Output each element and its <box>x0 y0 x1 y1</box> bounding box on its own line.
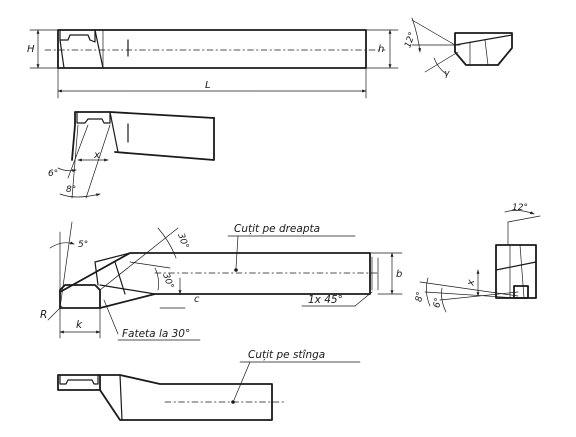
bottom-tool-view: Cuțit pe stînga <box>57 349 361 421</box>
label-R: R <box>40 309 47 321</box>
ref-line-30a <box>99 227 179 291</box>
top-tool-insert <box>59 29 96 43</box>
label-chamfer: 1x 45° <box>308 294 343 306</box>
arc-6-mid <box>57 167 77 173</box>
label-L: L <box>205 80 211 91</box>
label-k: k <box>76 319 83 331</box>
label-x-mid: x <box>93 150 100 161</box>
arc-8-mid <box>59 193 101 198</box>
main-facet-mid <box>114 261 126 295</box>
ref-line-30b <box>129 261 171 269</box>
mid-ref-line <box>67 124 89 179</box>
ref-line-5 <box>59 221 73 309</box>
section-rake <box>454 34 513 46</box>
arc-30b <box>154 267 159 291</box>
mid-ref-line2 <box>85 124 111 199</box>
top-tool-edge2 <box>59 39 65 69</box>
detail-tip <box>513 285 529 299</box>
leader-fateta <box>103 299 119 335</box>
label-c: c <box>194 294 200 305</box>
label-angle-8-right: 8° <box>414 291 426 303</box>
section-body <box>454 32 513 66</box>
label-angle-12-right: 12° <box>512 203 528 213</box>
section-ref-line3 <box>424 51 459 73</box>
top-tool-body <box>57 29 367 69</box>
detail-rake <box>495 261 537 271</box>
top-tool-view: H h L <box>27 29 399 99</box>
arc-gamma <box>433 57 447 75</box>
arc-30a <box>157 227 177 259</box>
label-angle-gamma: γ <box>444 69 450 79</box>
leader-dreapta-dot <box>234 268 238 272</box>
main-facet-left <box>94 261 99 286</box>
leader-stinga-dot <box>231 400 235 404</box>
bottom-insert-detail <box>59 375 99 385</box>
top-tool-edge <box>94 29 104 69</box>
leader-stinga <box>233 361 251 401</box>
main-facet-top <box>94 252 131 263</box>
mid-ref-vert <box>71 124 79 199</box>
arc-5 <box>49 241 75 249</box>
detail-body <box>495 244 537 299</box>
label-angle-6-mid: 6° <box>48 169 58 179</box>
top-right-section: 12° γ <box>403 17 513 79</box>
label-x-right: x <box>465 279 477 288</box>
right-detail-view: 12° x 8° 6° <box>414 203 541 313</box>
arc-6-right <box>441 287 447 313</box>
label-fateta: Fateta la 30° <box>122 328 190 340</box>
main-tool-body <box>59 252 371 309</box>
label-angle-5: 5° <box>78 240 88 250</box>
bottom-facet <box>119 374 123 421</box>
label-angle-12: 12° <box>403 31 418 49</box>
bottom-tool-body <box>99 374 273 421</box>
main-tool-view: 5° 30° 30° c R k Fateta la 30° 1x 45° <box>40 221 402 341</box>
arc-12-right <box>504 210 535 215</box>
detail-ref-line3 <box>424 291 519 299</box>
leader-chamfer <box>354 291 373 307</box>
leader-dreapta <box>235 235 239 269</box>
label-angle-30b: 30° <box>160 272 175 290</box>
detail-ref-line <box>507 215 541 223</box>
section-ref-line2 <box>411 19 456 46</box>
mid-tool-right <box>114 117 215 161</box>
label-b: b <box>396 269 402 280</box>
label-angle-30a: 30° <box>175 232 190 250</box>
arc-8-right <box>426 277 431 307</box>
label-h: h <box>378 44 384 55</box>
label-H: H <box>27 44 35 55</box>
label-cutit-dreapta: Cuțit pe dreapta <box>234 223 320 235</box>
middle-partial-view: x 6° 8° <box>48 111 215 199</box>
detail-hatch2 <box>519 244 525 299</box>
main-facet-edge <box>99 284 156 295</box>
mid-tool-edge <box>109 111 119 153</box>
section-hatch2 <box>484 39 489 66</box>
mid-tool-insert <box>76 111 111 124</box>
label-angle-8-mid: 8° <box>66 185 76 195</box>
label-cutit-stinga: Cuțit pe stînga <box>248 349 325 361</box>
label-angle-6-right: 6° <box>432 297 444 309</box>
mid-tool-outline <box>71 111 215 161</box>
arc-12 <box>411 17 422 53</box>
